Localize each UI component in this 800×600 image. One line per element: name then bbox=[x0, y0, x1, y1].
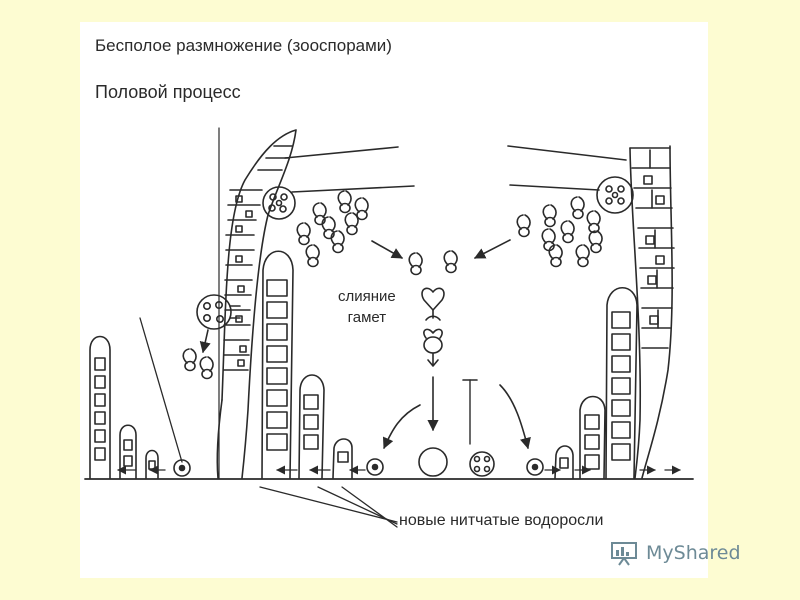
label-pointers bbox=[139, 317, 398, 528]
left-gametangium bbox=[262, 146, 415, 220]
asexual-reproduction-title: Бесполое размножение (зооспорами) bbox=[95, 36, 392, 55]
young-filaments-left bbox=[89, 250, 353, 479]
gamete-fusion-label-line1: слияние bbox=[338, 288, 396, 305]
young-filaments-right bbox=[554, 287, 638, 479]
sexual-process-title: Половой процесс bbox=[95, 82, 241, 102]
presentation-board-icon bbox=[611, 542, 637, 566]
gamete-fusion-label-line2: гамет bbox=[347, 309, 387, 326]
left-zoosporangium bbox=[196, 294, 241, 354]
zoospores-left bbox=[182, 190, 403, 380]
gamete-fusion bbox=[382, 250, 531, 450]
zygote-and-spores bbox=[173, 447, 544, 477]
new-algae-label: новые нитчатые водоросли bbox=[399, 512, 604, 529]
gamete-fusion-label: слияние гамет bbox=[338, 286, 396, 328]
watermark-text: MyShared bbox=[646, 542, 741, 564]
left-mother-filament bbox=[216, 129, 297, 479]
gametes-right bbox=[474, 196, 603, 268]
watermark: MyShared bbox=[610, 540, 741, 566]
right-gametangium bbox=[507, 145, 634, 214]
diagram-panel bbox=[80, 22, 708, 578]
